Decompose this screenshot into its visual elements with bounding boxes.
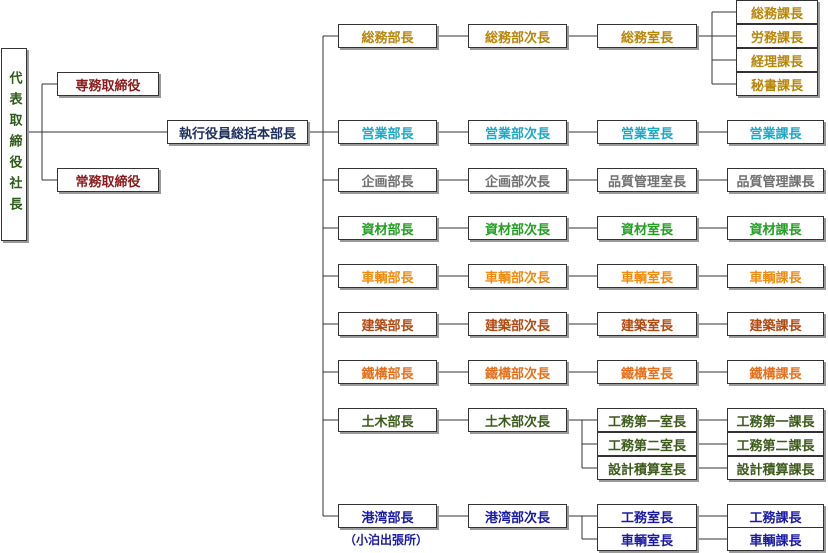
materials-deputy-box: 資材部次長 [468,216,567,240]
sales-head-box: 営業部長 [338,120,437,144]
civil-head-box: 土木部長 [338,408,437,432]
steel-section-box: 鐵構課長 [727,360,824,384]
port-vehicles-office-box: 車輌室長 [597,527,697,551]
jomu-director-box: 常務取締役 [57,168,159,192]
sales-office-box: 営業室長 [597,120,697,144]
planning-deputy-box: 企画部次長 [468,168,567,192]
vehicles-office-box: 車輌室長 [597,264,697,288]
design-estimate-office-box: 設計積算室長 [597,456,697,480]
sales-deputy-box: 営業部次長 [468,120,567,144]
general-affairs-deputy-box: 総務部次長 [468,24,567,48]
construction-deputy-box: 建築部次長 [468,312,567,336]
senmu-director-box: 専務取締役 [57,72,159,96]
kodomari-branch-note: （小泊出張所） [344,533,429,547]
secretary-section-box: 秘書課長 [736,72,818,96]
quality-control-section-box: 品質管理課長 [727,168,824,192]
port-head-box: 港湾部長 [338,504,437,528]
vehicles-deputy-box: 車輌部次長 [468,264,567,288]
steel-deputy-box: 鐵構部次長 [468,360,567,384]
planning-head-box: 企画部長 [338,168,437,192]
design-estimate-section-box: 設計積算課長 [727,456,824,480]
materials-section-box: 資材課長 [727,216,824,240]
works-1-office-box: 工務第一室長 [597,408,697,432]
port-deputy-box: 港湾部次長 [468,504,567,528]
general-affairs-section-box: 総務課長 [736,0,818,24]
works-2-section-box: 工務第二課長 [727,432,824,456]
president-box: 代表取締役社長 [1,48,27,241]
construction-office-box: 建築室長 [597,312,697,336]
vehicles-head-box: 車輌部長 [338,264,437,288]
materials-office-box: 資材室長 [597,216,697,240]
steel-head-box: 鐵構部長 [338,360,437,384]
construction-head-box: 建築部長 [338,312,437,336]
works-1-section-box: 工務第一課長 [727,408,824,432]
steel-office-box: 鐵構室長 [597,360,697,384]
general-affairs-office-box: 総務室長 [597,24,697,48]
labor-section-box: 労務課長 [736,24,818,48]
accounting-section-box: 経理課長 [736,48,818,72]
hq-general-manager-box: 執行役員総括本部長 [167,120,308,144]
port-works-section-box: 工務課長 [727,504,824,528]
construction-section-box: 建築課長 [727,312,824,336]
vehicles-section-box: 車輌課長 [727,264,824,288]
port-works-office-box: 工務室長 [597,504,697,528]
materials-head-box: 資材部長 [338,216,437,240]
civil-deputy-box: 土木部次長 [468,408,567,432]
quality-control-office-box: 品質管理室長 [597,168,697,192]
general-affairs-head-box: 総務部長 [338,24,437,48]
works-2-office-box: 工務第二室長 [597,432,697,456]
port-vehicles-section-box: 車輌課長 [727,527,824,551]
sales-section-box: 営業課長 [727,120,824,144]
